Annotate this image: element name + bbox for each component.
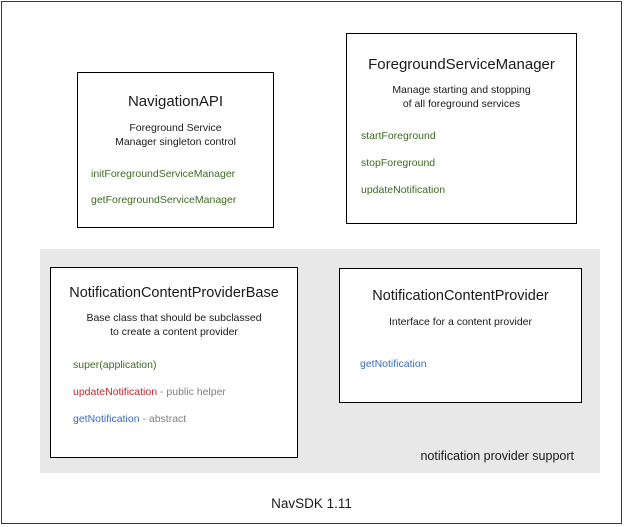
member-item[interactable]: updateNotification - public helper <box>73 386 297 399</box>
slide-frame: notification provider support Navigation… <box>1 1 622 524</box>
member-name: super(application) <box>73 359 157 371</box>
class-description-line: Manage starting and stopping <box>392 84 531 96</box>
group-label: notification provider support <box>420 449 574 463</box>
member-list: initForegroundServiceManager getForegrou… <box>78 168 273 207</box>
class-description: Base class that should be subclassed to … <box>51 312 297 339</box>
class-box-foreground-service-manager[interactable]: ForegroundServiceManager Manage starting… <box>346 33 577 224</box>
class-title: NavigationAPI <box>127 93 224 110</box>
member-item[interactable]: startForeground <box>361 130 576 143</box>
class-box-notification-content-provider-base[interactable]: NotificationContentProviderBase Base cla… <box>50 267 298 458</box>
class-description-line: Foreground Service <box>129 122 222 134</box>
member-item[interactable]: stopForeground <box>361 157 576 170</box>
member-name: initForegroundServiceManager <box>91 168 236 180</box>
member-list: getNotification <box>340 358 581 371</box>
member-name: stopForeground <box>361 157 436 169</box>
class-title: NotificationContentProviderBase <box>69 285 279 301</box>
class-description-line: Base class that should be subclassed <box>86 312 262 324</box>
member-note: - public helper <box>157 386 226 398</box>
member-name: updateNotification <box>73 386 158 398</box>
member-item[interactable]: getForegroundServiceManager <box>91 194 273 207</box>
member-list: startForeground stopForeground updateNot… <box>347 130 576 197</box>
class-box-navigation-api[interactable]: NavigationAPI Foreground Service Manager… <box>77 72 274 228</box>
diagram-footer-caption: NavSDK 1.11 <box>271 496 352 511</box>
member-item[interactable]: initForegroundServiceManager <box>91 168 273 181</box>
class-description: Interface for a content provider <box>340 316 581 330</box>
member-name: startForeground <box>361 130 436 142</box>
member-name: getNotification <box>73 413 140 425</box>
class-box-notification-content-provider[interactable]: NotificationContentProvider Interface fo… <box>339 268 582 403</box>
class-title: NotificationContentProvider <box>372 288 549 304</box>
member-list: super(application) updateNotification - … <box>51 359 297 426</box>
class-description-line: Interface for a content provider <box>389 316 532 328</box>
member-name: getForegroundServiceManager <box>91 194 237 206</box>
member-name: updateNotification <box>361 184 446 196</box>
class-description-line: Manager singleton control <box>115 135 236 148</box>
member-item[interactable]: getNotification - abstract <box>73 413 297 426</box>
class-description-line: of all foreground services <box>402 97 521 110</box>
class-description: Foreground Service Manager singleton con… <box>78 122 273 149</box>
class-description-line: to create a content provider <box>110 325 238 338</box>
class-title: ForegroundServiceManager <box>368 56 555 73</box>
member-name: getNotification <box>360 357 427 370</box>
member-item[interactable]: super(application) <box>73 359 297 372</box>
member-item[interactable]: updateNotification <box>361 184 576 197</box>
member-item[interactable]: getNotification <box>360 358 581 371</box>
class-description: Manage starting and stopping of all fore… <box>347 84 576 111</box>
member-note: - abstract <box>139 413 187 425</box>
